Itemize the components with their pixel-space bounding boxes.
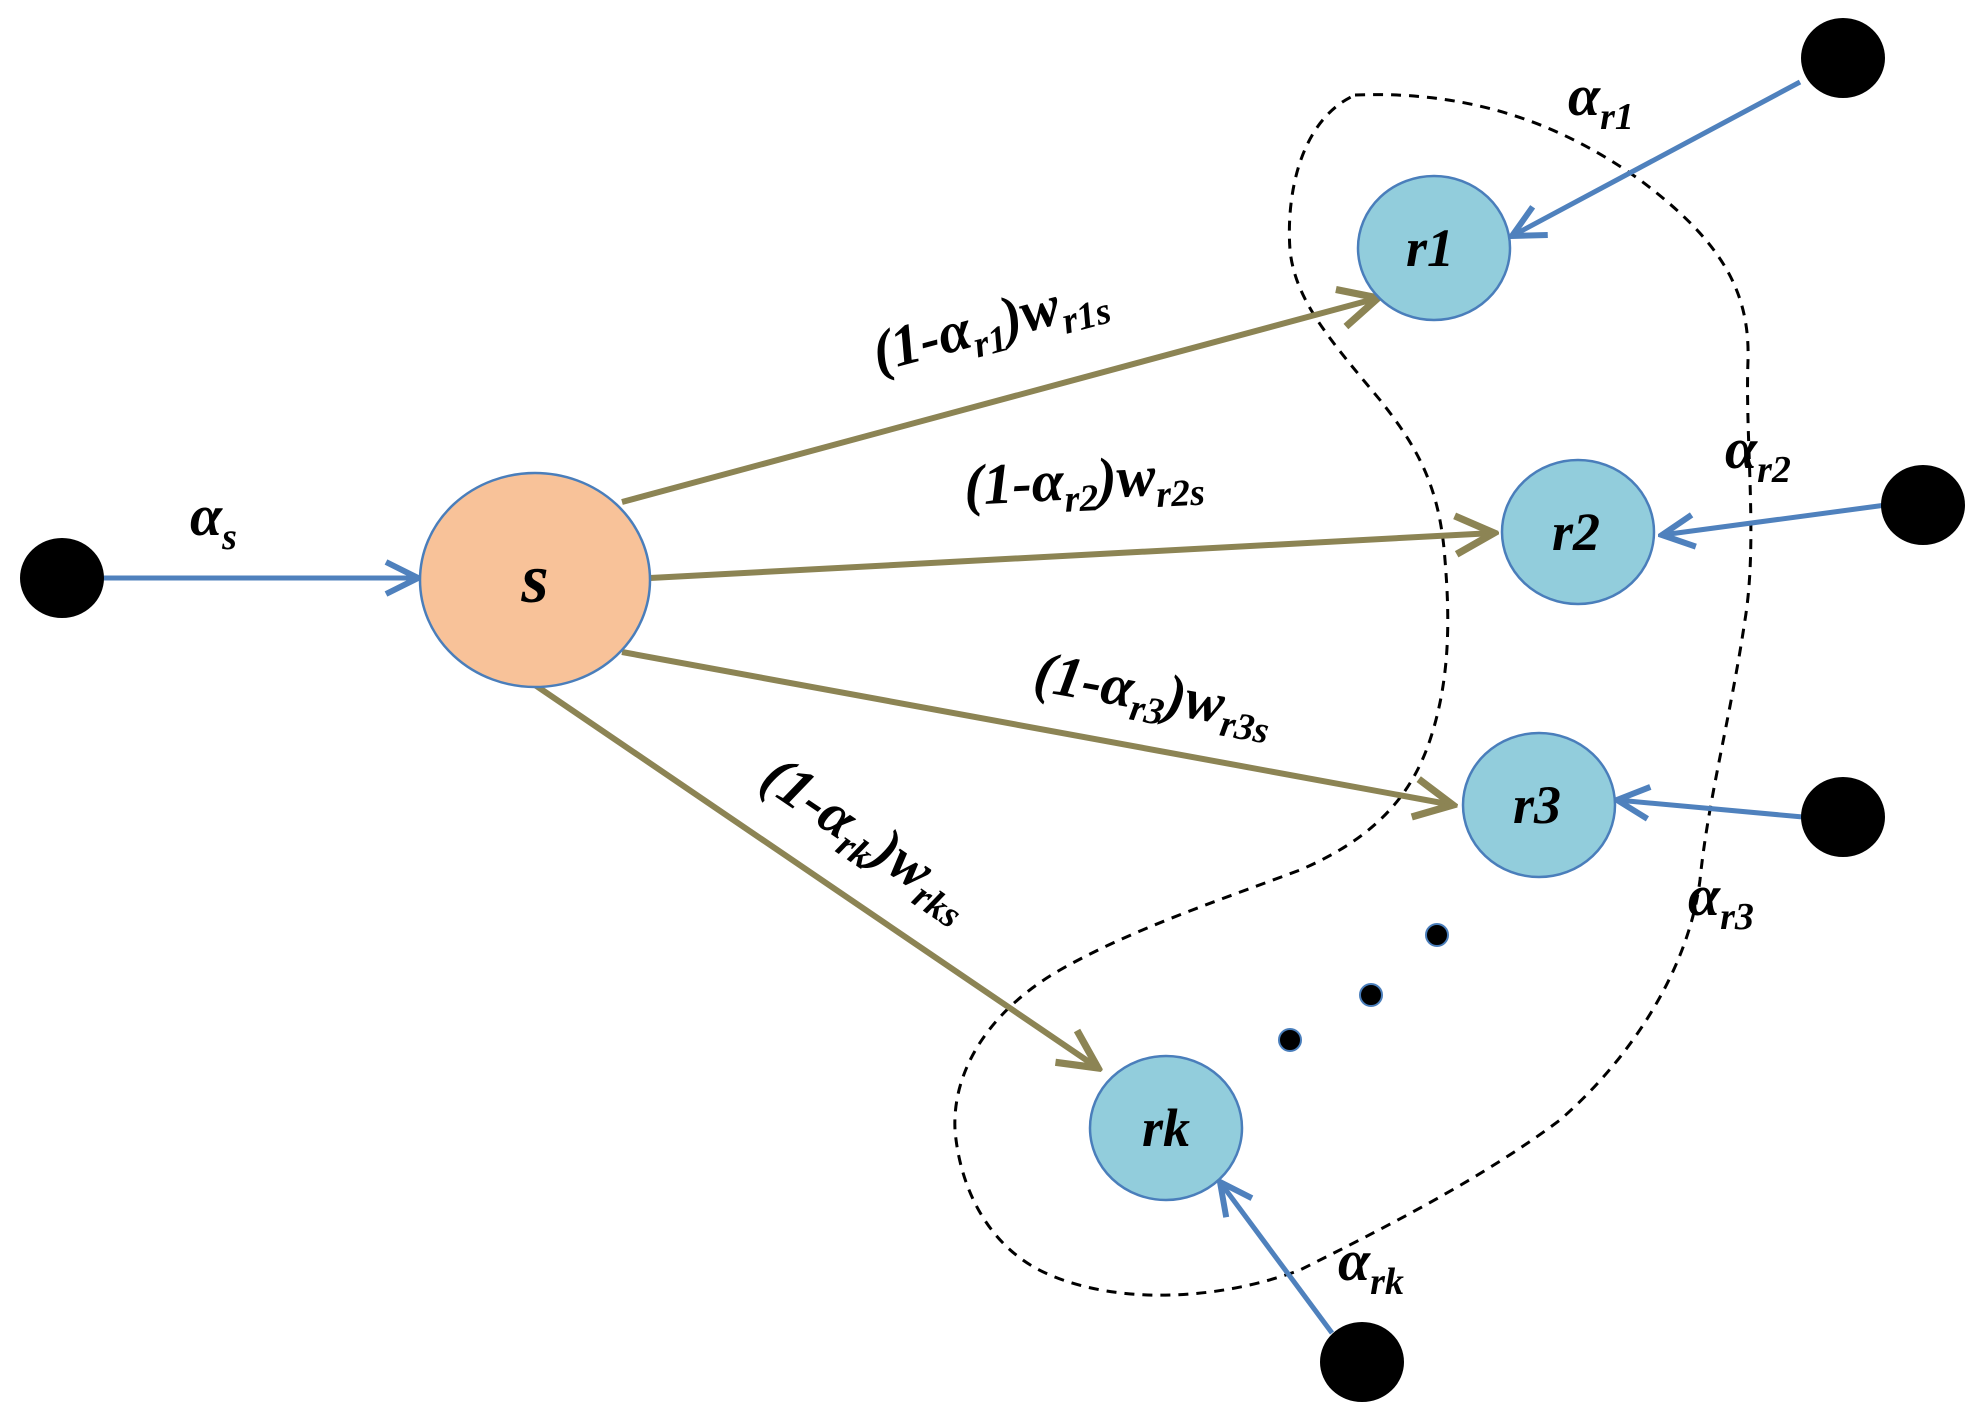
feed-label-r1: αr1 [1568,63,1634,138]
relay-node-r1-label: r1 [1406,218,1454,278]
svg-text:(1-αr2)wr2s: (1-αr2)wr2s [962,441,1206,526]
feed-edge-r2 [1662,502,1887,535]
edge-s-r3 [621,649,1453,805]
edge-label-r1: (1-αr1)wr1s [865,260,1116,393]
source-node-label: s [520,541,548,618]
terminal-node-r1 [1801,18,1885,98]
relay-node-r1 [1356,174,1512,322]
relay-node-r2 [1500,458,1656,606]
terminal-node-s [20,538,104,618]
ellipsis-dot [1278,1028,1302,1052]
relay-node-r3 [1461,731,1617,879]
feed-edge-r3 [1617,800,1804,817]
relay-set-boundary [953,93,1753,1297]
terminal-node-r2 [1881,465,1965,545]
feed-label-s: αs [190,483,237,558]
edge-s-rk [533,682,1098,1068]
relay-node-r3-label: r3 [1513,775,1561,835]
ellipsis-dot [1359,983,1383,1007]
edge-s-r1 [621,298,1378,505]
feed-label-r3: αr3 [1688,863,1754,938]
terminal-node-rk [1320,1322,1404,1402]
terminal-node-r3 [1801,777,1885,857]
source-node-s [418,471,652,689]
ellipsis-dot [1425,923,1449,947]
edge-label-r2: (1-αr2)wr2s [962,441,1206,526]
feed-label-rk: αrk [1338,1228,1404,1303]
feed-edge-r1 [1512,79,1802,236]
relay-node-r2-label: r2 [1552,502,1600,562]
feed-edge-rk [1220,1182,1335,1335]
edge-s-r2 [649,533,1494,581]
feed-label-r2: αr2 [1725,416,1791,491]
svg-text:(1-αr1)wr1s: (1-αr1)wr1s [865,260,1116,393]
relay-node-rk [1088,1054,1244,1202]
relay-node-rk-label: rk [1142,1098,1190,1158]
